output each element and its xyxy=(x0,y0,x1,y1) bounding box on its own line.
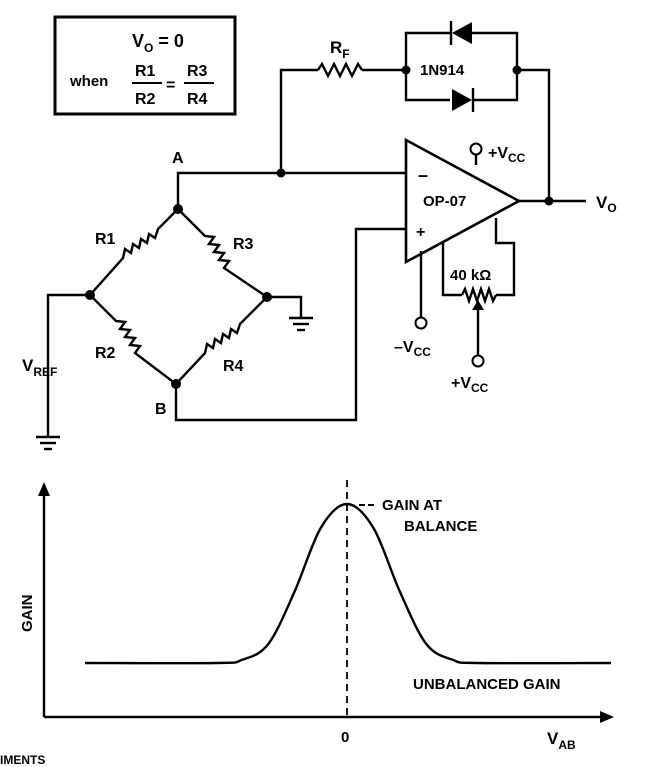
gain-chart: GAIN AT BALANCE UNBALANCED GAIN GAIN 0 V… xyxy=(19,480,614,752)
rf-resistor xyxy=(317,61,363,79)
annotation-flat: UNBALANCED GAIN xyxy=(413,676,561,693)
r2-resistor xyxy=(89,294,177,385)
feedback-network: RF 1N914 xyxy=(279,21,551,201)
box-r2-label: R2 xyxy=(135,91,156,108)
x-axis-label: VAB xyxy=(547,729,576,752)
footer-fragment: IMENTS xyxy=(0,753,45,767)
neg-vcc-label: –VCC xyxy=(394,339,431,359)
box-r4-label: R4 xyxy=(187,91,208,108)
r4-resistor xyxy=(175,296,268,385)
annotation-peak-line1: GAIN AT xyxy=(382,497,442,514)
vref-label: VREF xyxy=(22,356,57,379)
pos-vcc-label: +VCC xyxy=(451,375,489,395)
opamp-minus: – xyxy=(418,165,428,185)
op-amp-symbol: OP-07 – + +VCC VO –VCC xyxy=(394,137,617,359)
box-r3-label: R3 xyxy=(187,63,208,80)
diode-bottom-icon xyxy=(452,89,472,111)
annotation-peak-line2: BALANCE xyxy=(404,518,477,535)
pot-label: 40 kΩ xyxy=(450,267,491,284)
r1-resistor xyxy=(89,208,179,296)
x-tick-zero: 0 xyxy=(341,729,349,746)
box-vo-label: VO = 0 xyxy=(132,31,184,55)
r1-label: R1 xyxy=(95,231,116,248)
gain-curve xyxy=(84,502,612,665)
rf-label: RF xyxy=(330,38,350,61)
diode-label: 1N914 xyxy=(420,62,465,79)
pot-wiper-arrow xyxy=(472,300,484,310)
node-b-label: B xyxy=(155,401,167,418)
y-axis-label: GAIN xyxy=(19,595,36,633)
box-equals: = xyxy=(166,77,175,94)
r2-label: R2 xyxy=(95,345,116,362)
vcc-top-label: +VCC xyxy=(488,145,526,165)
diode-top-icon xyxy=(452,22,472,44)
opamp-label: OP-07 xyxy=(423,193,466,210)
box-when-label: when xyxy=(69,73,108,90)
offset-null-pot: 40 kΩ +VCC xyxy=(441,218,516,395)
opamp-plus: + xyxy=(416,224,425,241)
resistor-bridge: R1 R3 R2 R4 A B VREF xyxy=(22,150,406,451)
r3-resistor xyxy=(177,208,268,298)
r4-label: R4 xyxy=(223,358,244,375)
vo-output-label: VO xyxy=(596,193,617,215)
balance-condition-box: VO = 0 when R1 R2 = R3 R4 xyxy=(53,15,237,116)
box-r1-label: R1 xyxy=(135,63,156,80)
r3-label: R3 xyxy=(233,236,254,253)
pot-resistor xyxy=(460,285,498,305)
node-a-label: A xyxy=(172,150,184,167)
